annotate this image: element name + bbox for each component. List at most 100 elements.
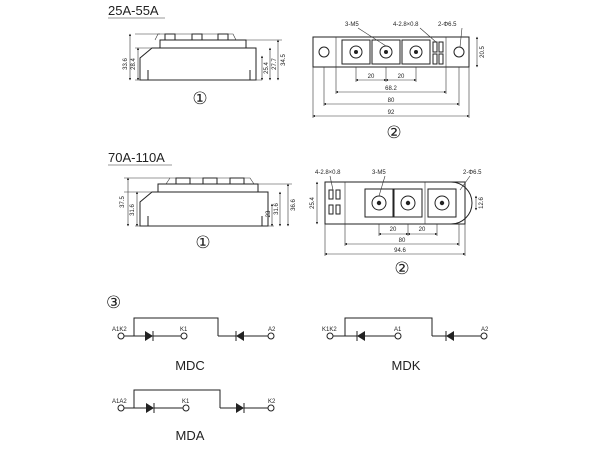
dim-label: 28.4 <box>131 58 137 70</box>
dim-label: 20 <box>419 227 426 233</box>
tab-terminal <box>438 41 444 53</box>
dim-label: 20 <box>398 74 405 80</box>
terminal-label: K2 <box>268 399 276 405</box>
terminal-label: A1 <box>394 327 402 333</box>
section-title-top: 25A-55A <box>108 3 159 18</box>
dim-label: 20 <box>368 74 375 80</box>
dim-label: 20.5 <box>480 46 486 58</box>
view-marker-1: ① <box>192 89 207 109</box>
diode-icon <box>236 331 244 341</box>
dim-label: 25.4 <box>310 197 316 209</box>
circuit-mdk: K1K2 A1 A2 MDK <box>322 317 489 373</box>
plan-outline <box>324 181 466 225</box>
module-body <box>139 47 257 81</box>
dim-label: 25.4 <box>264 62 270 74</box>
circuit-marker-3: ③ <box>106 293 121 313</box>
terminal-label: A1K2 <box>112 327 127 333</box>
screw-block-1 <box>341 39 371 65</box>
dim-label: 80 <box>388 98 395 104</box>
tab-terminal <box>328 189 334 200</box>
section-70a-110a: 70A-110A 37.5 31.6 23 31.6 36.6 ① <box>108 150 485 279</box>
tab-terminal <box>328 204 334 215</box>
terminal-node <box>326 332 334 340</box>
mount-hole-left <box>318 46 330 58</box>
dim-label: 31.6 <box>130 204 136 216</box>
screw-center <box>439 200 445 206</box>
terminal-1 <box>175 177 191 185</box>
screw-block-2 <box>371 39 401 65</box>
wire <box>133 389 221 408</box>
circuit-mdc: A1K2 K1 A2 MDC <box>112 317 276 373</box>
screw-label: 3-M5 <box>345 22 359 28</box>
dim-label: 37.5 <box>120 196 126 208</box>
screw-1 <box>349 45 363 59</box>
terminal-outline <box>154 33 237 41</box>
leader-line <box>329 175 334 191</box>
terminal-node <box>117 332 125 340</box>
dim-label: 36.6 <box>291 199 297 211</box>
terminal-label: K1K2 <box>322 327 337 333</box>
terminal-node <box>182 404 190 412</box>
dim-label: 23 <box>266 210 272 217</box>
view-marker-1: ① <box>195 233 210 253</box>
circuit-mda: A1A2 K1 K2 MDA <box>112 389 276 443</box>
terminal-node <box>394 332 402 340</box>
leader-line <box>378 175 386 197</box>
view-marker-2: ② <box>394 259 409 279</box>
terminal-label: A2 <box>268 327 276 333</box>
screw-center <box>354 50 358 54</box>
tab-terminal <box>432 53 438 65</box>
circuit-name: MDK <box>392 358 421 373</box>
dim-label: 80 <box>399 238 406 244</box>
terminal-label: K1 <box>182 399 190 405</box>
wire <box>344 317 433 336</box>
terminal-node <box>117 404 125 412</box>
mount-hole-right <box>453 46 465 58</box>
terminal-label: A2 <box>481 327 489 333</box>
circuit-name: MDC <box>175 358 205 373</box>
terminal-2 <box>191 33 203 41</box>
terminal-node <box>180 332 188 340</box>
diode-icon <box>146 403 154 413</box>
circuit-name: MDA <box>176 428 205 443</box>
dim-label: 68.2 <box>385 86 397 92</box>
module-base-notch <box>147 70 251 80</box>
tab-terminal <box>432 41 438 53</box>
dim-label: 33.6 <box>123 58 129 70</box>
screw-block-1 <box>364 188 394 218</box>
terminal-2 <box>202 177 218 185</box>
terminal-3 <box>229 177 245 185</box>
terminal-3 <box>217 33 229 41</box>
view-marker-2: ② <box>386 123 401 143</box>
screw-3 <box>434 195 450 211</box>
dim-label: 94.6 <box>394 248 406 254</box>
terminal-label: A1A2 <box>112 399 127 405</box>
dim-label: 31.6 <box>274 203 280 215</box>
dim-label: 20 <box>390 227 397 233</box>
diode-icon <box>357 331 365 341</box>
diode-icon <box>236 403 244 413</box>
screw-block-3 <box>401 39 431 65</box>
mid-side-view: 37.5 31.6 23 31.6 36.6 <box>120 177 297 227</box>
screw-center <box>405 200 411 206</box>
dim-label: 27.7 <box>272 58 278 70</box>
leader-line <box>357 27 387 47</box>
screw-3 <box>409 45 423 59</box>
terminal-node <box>480 332 488 340</box>
hole-label: 2-Φ6.5 <box>438 22 457 28</box>
mid-plan-view: 4-2.8×0.8 3-M5 2-Φ6.5 25.4 12.6 20 20 80 <box>310 170 485 256</box>
section-title-mid: 70A-110A <box>108 150 165 165</box>
wire <box>133 317 219 336</box>
screw-block-3 <box>427 188 457 218</box>
screw-block-2 <box>393 188 423 218</box>
hole-label: 2-Φ6.5 <box>463 170 482 176</box>
leader-line <box>459 175 471 191</box>
top-plan-view: 3-M5 4-2.8×0.8 2-Φ6.5 20.5 20 20 68.2 80 <box>312 22 486 118</box>
top-side-view: 33.6 28.4 25.4 27.7 34.5 <box>123 33 287 81</box>
dim-label: 92 <box>388 110 395 116</box>
dim-label: 34.5 <box>281 54 287 66</box>
tab-label: 4-2.8×0.8 <box>315 170 341 176</box>
section-circuits: ③ A1K2 K1 A2 MDC K1K2 A1 <box>106 293 489 443</box>
screw-2 <box>400 195 416 211</box>
